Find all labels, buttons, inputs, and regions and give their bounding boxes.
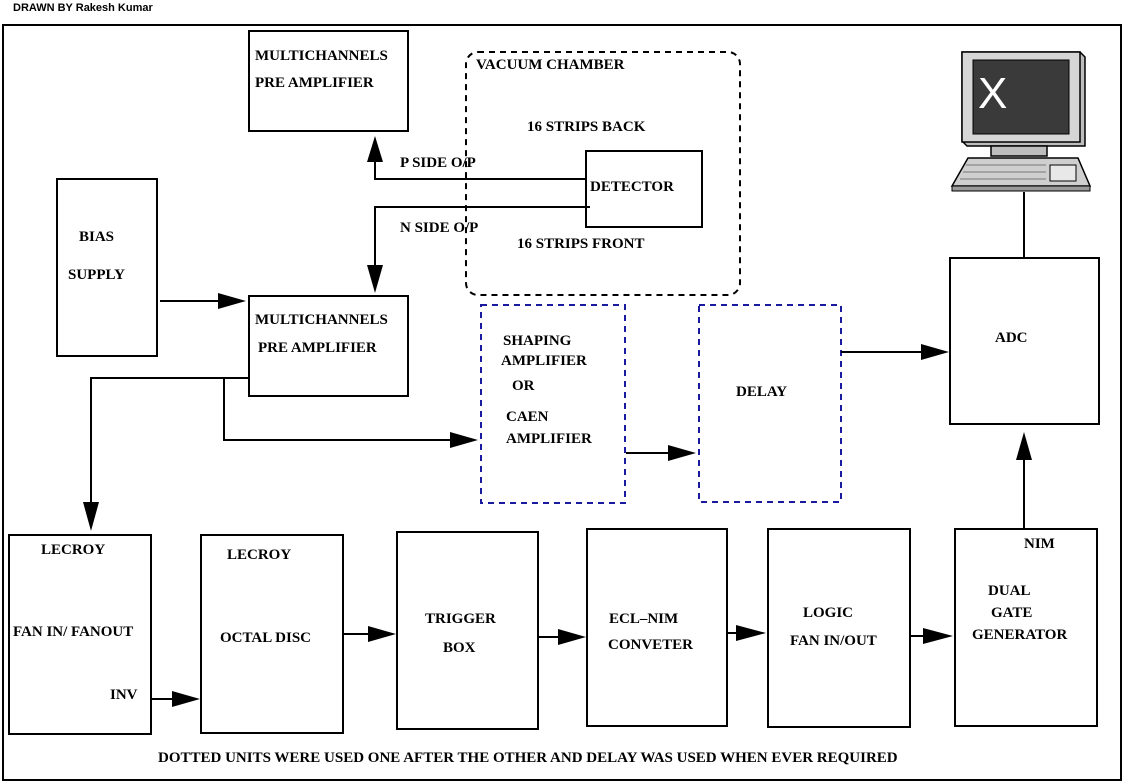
arrow-down-fanout [83,502,99,531]
logic-fan-block: LOGIC FAN IN/OUT [767,528,911,728]
shaping-line1: SHAPING [503,333,572,349]
arrow-to-shaping [450,432,478,448]
octal-disc-block: LECROY OCTAL DISC [200,534,344,734]
shaping-line3: OR [512,378,535,394]
octal-line2: OCTAL DISC [220,630,311,646]
strips-front-label: 16 STRIPS FRONT [517,236,645,252]
preamp-mid-block: MULTICHANNELS PRE AMPLIFIER [248,295,409,397]
fanout-block: LECROY FAN IN/ FANOUT INV [8,534,152,735]
preamp-mid-line1: MULTICHANNELS [255,312,388,328]
arrow-to-delay [668,445,696,461]
arrow-to-octal [172,691,200,707]
p-side-label: P SIDE O/P [400,155,476,171]
ecl-line2: CONVETER [608,637,693,653]
n-side-connection: N SIDE O/P [367,206,590,293]
octal-line1: LECROY [227,547,291,563]
preamp-top-line1: MULTICHANNELS [255,48,388,64]
trigger-line2: BOX [443,640,476,656]
gate-line2: GATE [991,605,1032,621]
logic-line2: FAN IN/OUT [790,633,877,649]
footer-note: DOTTED UNITS WERE USED ONE AFTER THE OTH… [158,750,898,766]
bias-supply-block: BIAS SUPPLY [56,178,158,357]
trigger-box-block: TRIGGER BOX [396,531,539,730]
preamp-mid-line2: PRE AMPLIFIER [258,340,377,356]
p-side-connection: P SIDE O/P [367,136,586,180]
fanout-line3: INV [110,687,138,703]
bias-line1: BIAS [79,229,114,245]
arrow-to-gate [923,628,953,644]
logic-line1: LOGIC [803,605,853,621]
computer-icon: X [950,51,1092,192]
shaping-amplifier-block: SHAPING AMPLIFIER OR CAEN AMPLIFIER [480,304,626,504]
screen-glyph: X [978,69,1007,118]
trigger-line1: TRIGGER [425,611,496,627]
gate-line1: DUAL [988,583,1031,599]
shaping-line5: AMPLIFIER [506,431,592,447]
fanout-line2: FAN IN/ FANOUT [13,624,133,640]
preamp-to-shaping-wire [223,378,452,441]
vacuum-chamber-label: VACUUM CHAMBER [476,57,625,73]
detector-block: DETECTOR [585,150,703,228]
arrow-bias-to-preamp [218,293,246,309]
arrow-up-adc [1016,432,1032,460]
vacuum-chamber: VACUUM CHAMBER 16 STRIPS BACK 16 STRIPS … [465,51,741,296]
gate-line0: NIM [1024,536,1055,552]
bias-line2: SUPPLY [68,267,125,283]
shaping-line4: CAEN [506,409,549,425]
preamp-top-line2: PRE AMPLIFIER [255,75,374,91]
shaping-line2: AMPLIFIER [501,353,587,369]
arrow-to-trigger [368,626,396,642]
ecl-nim-block: ECL–NIM CONVETER [586,528,728,727]
preamp-to-fanout-wire [90,377,249,505]
adc-block: ADC [949,257,1100,425]
detector-label: DETECTOR [590,179,674,195]
fanout-line1: LECROY [41,542,105,558]
adc-label: ADC [995,330,1028,346]
dual-gate-block: NIM DUAL GATE GENERATOR [954,528,1098,727]
preamp-top-block: MULTICHANNELS PRE AMPLIFIER [248,30,409,132]
arrow-to-adc [921,344,949,360]
arrow-down-preamp-mid [367,265,383,293]
arrow-to-ecl [558,629,586,645]
delay-label: DELAY [736,384,787,400]
outer-frame [2,24,1122,781]
n-side-label: N SIDE O/P [400,220,478,236]
ecl-line1: ECL–NIM [609,611,678,627]
delay-block: DELAY [698,304,842,503]
credit-text: DRAWN BY Rakesh Kumar [13,2,153,14]
arrow-up-preamp-top [367,136,383,162]
arrow-to-logic [736,625,766,641]
strips-back-label: 16 STRIPS BACK [527,119,646,135]
gate-line3: GENERATOR [972,627,1067,643]
